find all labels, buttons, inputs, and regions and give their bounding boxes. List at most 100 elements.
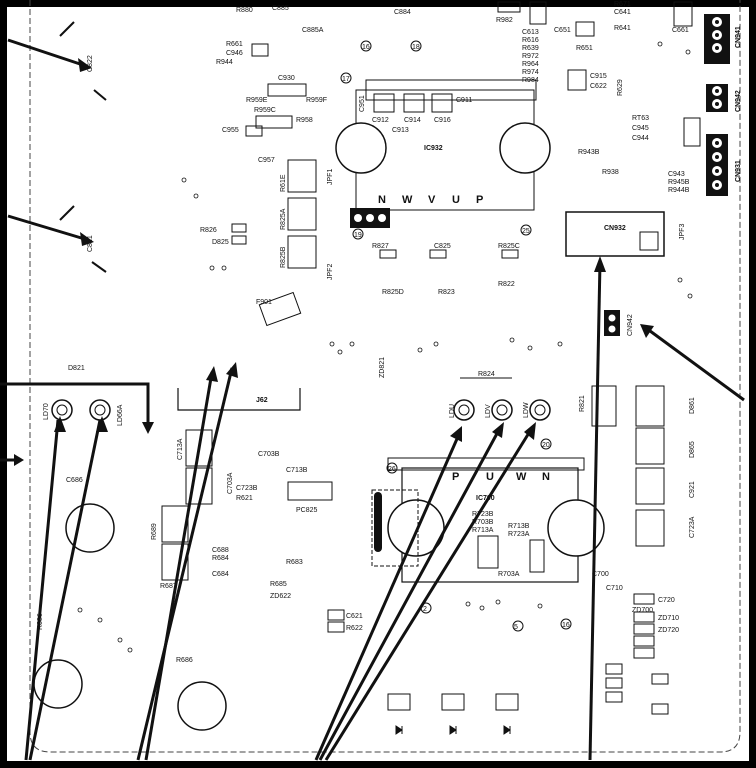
label-r64: R824 [478,371,495,378]
label-c684: ZD720 [658,627,679,634]
label-r821: R622 [346,625,363,632]
label-r959f: R959E [246,97,268,104]
r937c-body [287,159,317,193]
capacitor-left-1 [65,503,115,553]
label-c821: R683 [286,559,303,566]
svg-text:2: 2 [423,606,427,613]
led-ldv [491,399,513,421]
label-r826: C703B [258,451,280,458]
label-ldv: LDV [485,404,492,418]
ic700-module [371,457,605,583]
label-f901: F901 [256,299,272,306]
label-j62: J62 [256,397,268,404]
label-c955: R958 [296,117,313,124]
r937a-body [287,235,317,269]
label-r61b: D861 [689,397,696,414]
label-ic700: IC700 [476,495,495,502]
capacitor-left-3 [177,681,227,731]
label-c937: R938 [602,169,619,176]
r61e-body [635,509,665,547]
ic700-pin-p: P [452,471,459,483]
label-r937c: R61E [280,174,287,192]
r61a-body [591,385,617,427]
label-c936b: R825D [382,289,404,296]
r61c-body [635,427,665,465]
label-r822: R684 [212,555,229,562]
label-c651: C651 [554,27,571,34]
svg-text:18: 18 [412,44,420,51]
svg-text:26: 26 [388,466,396,473]
label-r982: R982 [496,17,513,24]
label-rc1: D825 [212,239,229,246]
label-r684: ZD710 [658,615,679,622]
cn932-body [565,211,665,257]
label-c703b: R713B [508,523,530,530]
label-c935b: R823 [438,289,455,296]
svg-text:25: 25 [522,228,530,235]
label-c703a: R713A [472,527,494,534]
label-c64: ZD821 [379,357,386,378]
capacitor-c62 [59,21,107,101]
board-outline [29,0,741,753]
label-r984: R984 [522,77,539,84]
ic932-pin-w: W [402,194,413,206]
label-c723a: R723B [472,511,494,518]
label-r61d: C921 [689,481,696,498]
label-d821: R685 [270,581,287,588]
label-ldw: LDW [523,402,530,418]
label-r671: R671 [614,1,631,8]
label-r823: C688 [212,547,229,554]
pad-number-markers: 16 17 18 19 25 26 20 2 5 16 [340,40,572,632]
label-cn942: CN942 [735,90,742,112]
fuse-f901 [258,291,302,327]
label-r959c: R959F [306,97,327,104]
label-c935a: C825 [434,243,451,250]
r937b-body [287,197,317,231]
ic932-pin-v: V [428,194,436,206]
label-r973a: R826 [200,227,217,234]
label-r937a: R825B [280,246,287,268]
label-c885a: C885A [302,27,324,34]
label-r880: R880 [236,7,253,14]
label-r964: R964 [522,61,539,68]
label-c914: C912 [372,117,389,124]
label-c921: R686 [176,657,193,664]
label-r621: C700 [592,571,609,578]
svg-text:19: 19 [354,232,362,239]
label-c911: C914 [404,117,421,124]
label-r958: R959C [254,107,276,114]
label-c825: R621 [236,495,253,502]
label-c713a: R703B [472,519,494,526]
j62-outline [177,388,301,411]
label-r641: R641 [614,25,631,32]
ic700-pin-w: W [516,471,527,483]
label-r959e: C930 [278,75,295,82]
label-c661: C661 [672,27,689,34]
label-ld66a: LD66A [117,404,124,426]
label-c915: C916 [434,117,451,124]
label-c912: C951 [359,95,366,112]
label-rt63: R629 [617,79,624,96]
label-r689: C710 [606,585,623,592]
label-c622: C915 [590,73,607,80]
label-ld70: LD70 [43,403,50,420]
label-pc825: PC825 [296,507,318,514]
label-jppf3: JPF3 [679,224,686,240]
svg-text:17: 17 [342,76,350,83]
r61b-body [635,385,665,427]
label-c913: C911 [456,97,472,104]
label-nr64: D821 [68,365,85,372]
label-r938: R943B [578,149,600,156]
label-r944: C946 [226,50,243,57]
label-c822: C684 [212,571,229,578]
label-c946: R661 [226,41,243,48]
label-r825c: R689 [151,523,158,540]
label-c943: C944 [632,135,649,142]
capacitor-left-2 [33,659,83,709]
label-r972: R972 [522,53,539,60]
capacitor-c63 [59,205,107,273]
label-c713b: R723A [508,531,530,538]
ic932-pin-u: U [452,194,460,206]
label-r61a: R821 [579,395,586,412]
